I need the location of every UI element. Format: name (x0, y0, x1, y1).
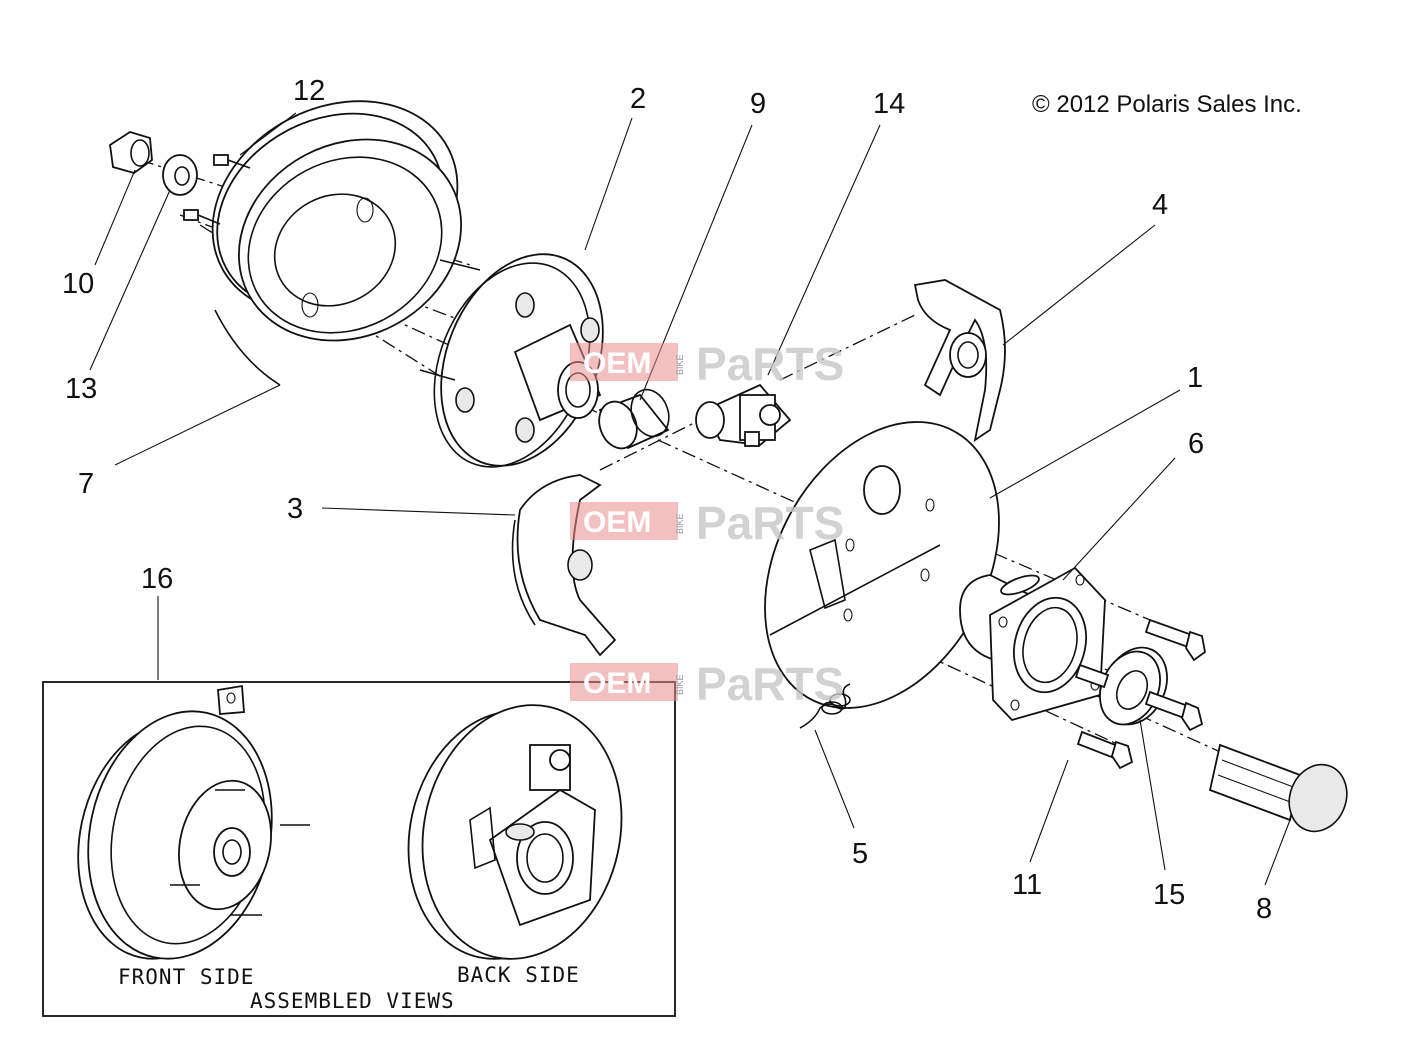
callout-7: 7 (78, 468, 94, 500)
watermark-1-oem: OEM (583, 347, 651, 380)
callout-9: 9 (750, 88, 766, 120)
screw-part-12 (183, 154, 251, 225)
axle-shaft-part-8 (1208, 743, 1348, 833)
watermark-2-bike: BIKE (675, 513, 685, 534)
brake-drum-part-7 (211, 100, 462, 386)
wheel-cylinder-part-14 (695, 383, 792, 447)
backing-plate-part-1 (764, 421, 1000, 709)
callout-2: 2 (630, 83, 646, 115)
assembled-views-inset: FRONT SIDE BACK SIDE ASSEMBLED VIEWS (42, 681, 676, 1017)
callout-13: 13 (65, 373, 97, 405)
watermark-3-oem: OEM (583, 667, 651, 700)
callout-8: 8 (1256, 893, 1272, 925)
callout-3: 3 (287, 493, 303, 525)
callouts: 1 2 3 4 5 6 7 8 9 10 11 12 13 14 15 16 (62, 75, 1272, 925)
bolts-part-11 (1074, 618, 1206, 770)
callout-5: 5 (852, 838, 868, 870)
callout-15: 15 (1153, 879, 1185, 911)
watermark-3: OEM BIKE PaRTS (570, 658, 844, 710)
callout-1: 1 (1187, 362, 1203, 394)
callout-4: 4 (1152, 189, 1168, 221)
front-side-label: FRONT SIDE (118, 965, 254, 989)
watermark-2: OEM BIKE PaRTS (570, 497, 844, 549)
watermark-2-parts: PaRTS (696, 497, 844, 549)
callout-12: 12 (293, 75, 325, 107)
watermark-3-bike: BIKE (675, 674, 685, 695)
copyright-text: © 2012 Polaris Sales Inc. (1032, 91, 1302, 118)
back-side-view (407, 704, 623, 960)
leader-lines (89, 112, 1291, 886)
brake-lever-part-4 (913, 279, 1006, 442)
front-side-view (77, 684, 310, 960)
callout-14: 14 (873, 88, 905, 120)
washer-part-13 (162, 154, 198, 196)
callout-16: 16 (141, 563, 173, 595)
watermark-1-bike: BIKE (675, 354, 685, 375)
callout-6: 6 (1188, 428, 1204, 460)
brake-shoe-part-3 (511, 474, 617, 657)
bearing-housing-part-6 (959, 566, 1106, 722)
watermark-2-oem: OEM (583, 506, 651, 539)
nut-part-10 (109, 131, 153, 174)
watermark-1: OEM BIKE PaRTS (570, 338, 844, 390)
callout-10: 10 (62, 268, 94, 300)
watermark-3-parts: PaRTS (696, 658, 844, 710)
bushing-part-9 (598, 388, 670, 450)
back-side-label: BACK SIDE (457, 963, 580, 987)
spring-part-5 (799, 683, 851, 729)
watermark-1-parts: PaRTS (696, 338, 844, 390)
assembled-views-title: ASSEMBLED VIEWS (250, 989, 455, 1013)
callout-11: 11 (1012, 869, 1042, 901)
